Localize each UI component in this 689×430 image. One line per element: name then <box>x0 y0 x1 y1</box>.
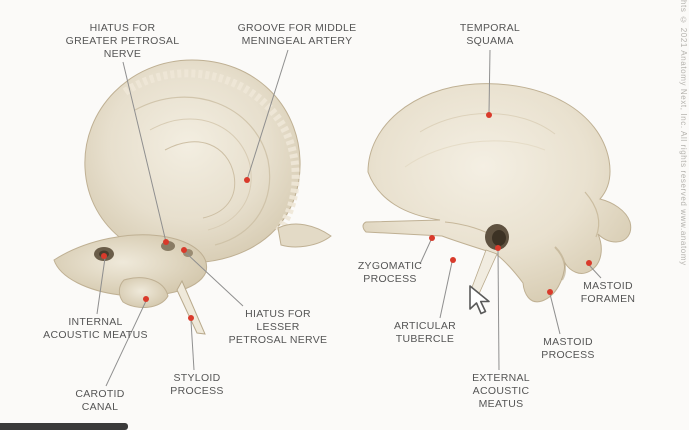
squama-texture <box>404 140 546 168</box>
bone-crevice <box>161 241 175 251</box>
label-mastoid-foramen: MASTOID FORAMEN <box>580 280 636 306</box>
mastoid-notch <box>554 246 567 281</box>
label-external-acoustic-meatus: EXTERNAL ACOUSTIC MEATUS <box>472 372 530 411</box>
label-hiatus-lesser-petrosal: HIATUS FOR LESSER PETROSAL NERVE <box>228 308 328 347</box>
temporal-bone-lateral-view-illustration <box>362 83 632 303</box>
posterior-projection <box>277 223 332 248</box>
squama-and-mastoid-silhouette <box>362 83 632 303</box>
cursor-arrow-icon <box>469 285 490 315</box>
mastoid-texture <box>584 191 600 238</box>
label-internal-acoustic-meatus: INTERNAL ACOUSTIC MEATUS <box>43 316 148 342</box>
label-hiatus-greater-petrosal: HIATUS FOR GREATER PETROSAL NERVE <box>65 22 180 61</box>
label-mastoid-process: MASTOID PROCESS <box>541 336 595 362</box>
meningeal-groove-texture <box>164 141 236 219</box>
label-articular-tubercle: ARTICULAR TUBERCLE <box>393 320 457 346</box>
copyright-watermark: hts © 2021 Anatomy Next, Inc. All rights… <box>679 0 688 266</box>
video-progress-bar[interactable] <box>0 423 128 430</box>
styloid-process-shape <box>176 279 206 335</box>
carotid-region <box>118 277 169 308</box>
label-temporal-squama: TEMPORAL SQUAMA <box>459 22 521 48</box>
label-styloid-process: STYLOID PROCESS <box>170 372 224 398</box>
label-carotid-canal: CAROTID CANAL <box>75 388 125 414</box>
mouse-cursor <box>468 284 494 321</box>
temporal-bone-medial-view-illustration <box>53 59 332 335</box>
label-zygomatic-process: ZYGOMATIC PROCESS <box>357 260 423 286</box>
serrated-squamosal-margin <box>122 69 300 235</box>
external-acoustic-meatus-opening <box>492 230 506 246</box>
internal-acoustic-meatus-opening <box>99 250 109 258</box>
label-groove-middle-meningeal: GROOVE FOR MIDDLE MENINGEAL ARTERY <box>237 22 357 48</box>
bone-crevice <box>183 249 193 257</box>
